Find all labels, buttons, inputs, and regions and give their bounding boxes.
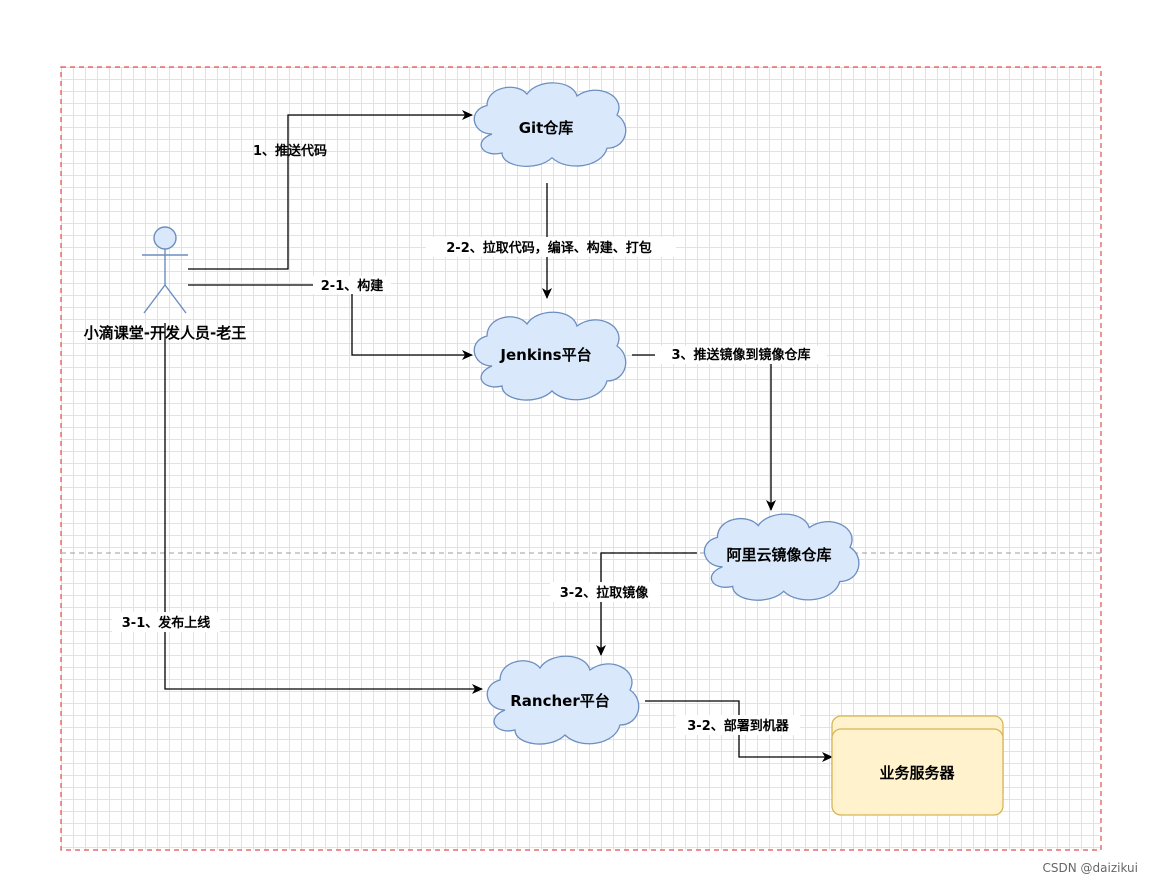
outer-dashed-border xyxy=(60,66,1102,851)
node-jenkins: Jenkins平台 xyxy=(473,311,627,401)
watermark: CSDN @daizikui xyxy=(1043,861,1138,875)
svg-text:3、推送镜像到镜像仓库: 3、推送镜像到镜像仓库 xyxy=(671,347,810,363)
node-rancher: Rancher平台 xyxy=(486,655,640,745)
svg-text:3-2、拉取镜像: 3-2、拉取镜像 xyxy=(560,585,649,601)
svg-text:3-1、发布上线: 3-1、发布上线 xyxy=(122,615,211,631)
node-servers-label: 业务服务器 xyxy=(879,764,955,782)
actor-label: 小滴课堂-开发人员-老王 xyxy=(84,324,246,342)
node-business-servers: 业务服务器 xyxy=(831,715,1004,816)
node-rancher-label: Rancher平台 xyxy=(510,692,610,710)
edge-build xyxy=(188,284,473,360)
edge-label-build: 2-1、构建 xyxy=(313,276,391,294)
edge-push-code xyxy=(188,110,473,270)
actor-head xyxy=(153,226,177,250)
actor-right-leg xyxy=(164,284,187,314)
server-front-card xyxy=(831,728,1004,816)
svg-text:1、推送代码: 1、推送代码 xyxy=(253,143,327,159)
node-aliyun-label: 阿里云镜像仓库 xyxy=(726,546,831,564)
edge-label-deploy: 3-2、部署到机器 xyxy=(676,715,800,735)
edge-push-image xyxy=(632,354,776,511)
edge-label-pull-image: 3-2、拉取镜像 xyxy=(550,582,660,602)
svg-text:2-1、构建: 2-1、构建 xyxy=(321,278,384,294)
node-git-label: Git仓库 xyxy=(519,119,574,137)
node-jenkins-label: Jenkins平台 xyxy=(499,346,591,364)
edge-label-pull-compile: 2-2、拉取代码，编译、构建、打包 xyxy=(426,237,676,257)
edge-release xyxy=(164,323,483,694)
svg-text:3-2、部署到机器: 3-2、部署到机器 xyxy=(687,718,789,734)
edge-label-push-code: 1、推送代码 xyxy=(253,143,327,159)
svg-text:2-2、拉取代码，编译、构建、打包: 2-2、拉取代码，编译、构建、打包 xyxy=(446,240,652,256)
node-git-repo: Git仓库 xyxy=(473,82,627,168)
actor-left-leg xyxy=(143,284,166,314)
diagram-grid-background xyxy=(61,67,1101,850)
node-aliyun-registry: 阿里云镜像仓库 xyxy=(703,513,860,601)
edge-label-push-image: 3、推送镜像到镜像仓库 xyxy=(655,346,827,364)
actor-figure xyxy=(142,226,188,314)
edge-pull-image xyxy=(596,552,697,656)
edge-label-release: 3-1、发布上线 xyxy=(112,612,220,632)
